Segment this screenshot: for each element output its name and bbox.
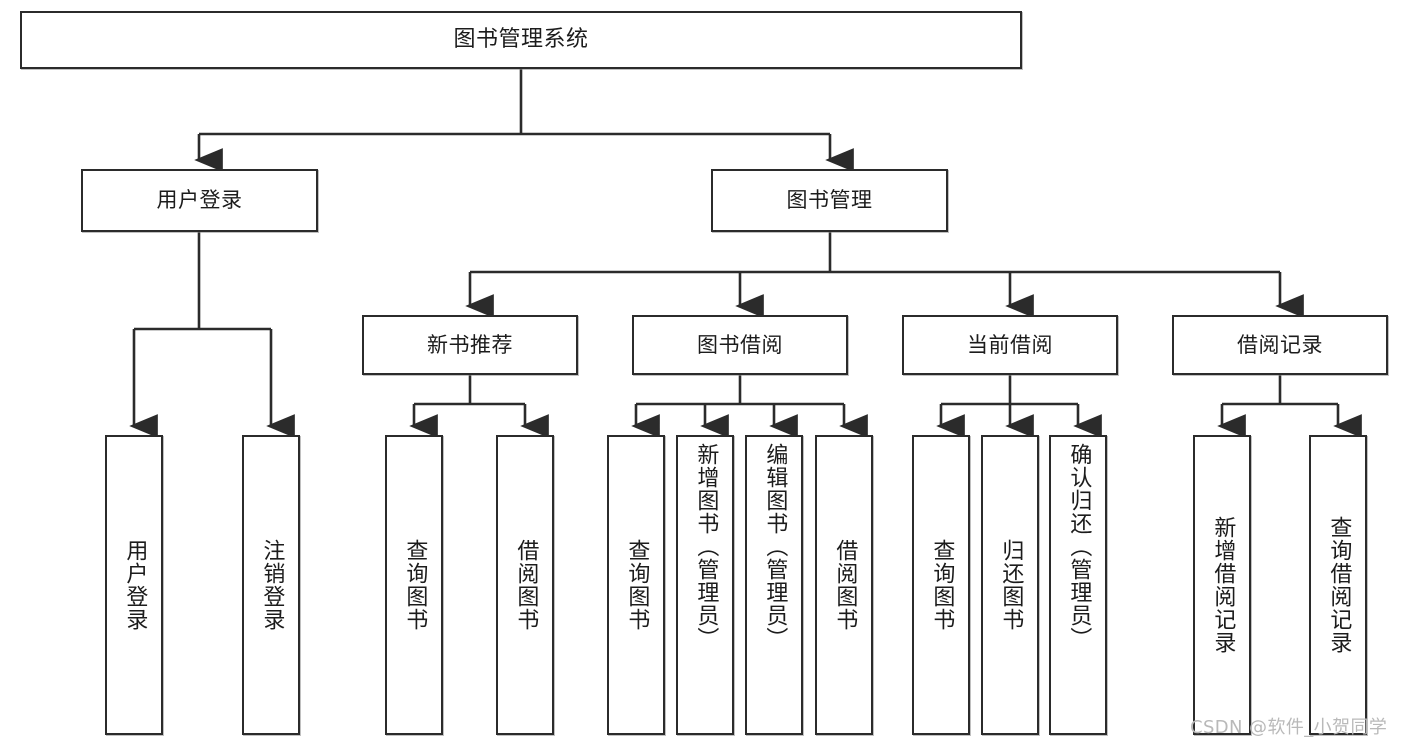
leaf-records-query-record[interactable]: 查询借阅记录 [1309, 435, 1367, 735]
node-label: 归还图书 [998, 539, 1024, 631]
leaf-user-login-logout[interactable]: 注销登录 [242, 435, 300, 735]
node-user-login[interactable]: 用户登录 [81, 169, 318, 232]
node-borrow-records[interactable]: 借阅记录 [1172, 315, 1388, 375]
node-label: 注销登录 [259, 539, 285, 631]
node-label: 查询借阅记录 [1326, 516, 1352, 654]
node-label: 用户登录 [122, 539, 148, 631]
leaf-borrow-query-book[interactable]: 查询图书 [607, 435, 665, 735]
leaf-current-return-book[interactable]: 归还图书 [981, 435, 1039, 735]
leaf-current-query-book[interactable]: 查询图书 [912, 435, 970, 735]
leaf-borrow-edit-book-admin[interactable]: 编辑图书（管理员） [745, 435, 803, 735]
leaf-current-confirm-return-admin[interactable]: 确认归还（管理员） [1049, 435, 1107, 735]
node-label: 查询图书 [624, 539, 650, 631]
node-label: 确认归还（管理员） [1066, 443, 1092, 650]
leaf-borrow-add-book-admin[interactable]: 新增图书（管理员） [676, 435, 734, 735]
node-label: 用户登录 [156, 188, 243, 213]
node-current-borrow[interactable]: 当前借阅 [902, 315, 1118, 375]
node-label: 当前借阅 [967, 332, 1053, 357]
node-label: 图书管理 [786, 188, 873, 213]
node-label: 编辑图书（管理员） [762, 443, 788, 650]
leaf-borrow-borrow-book[interactable]: 借阅图书 [815, 435, 873, 735]
node-label: 借阅图书 [513, 539, 539, 631]
node-label: 查询图书 [402, 539, 428, 631]
leaf-records-add-record[interactable]: 新增借阅记录 [1193, 435, 1251, 735]
node-root-system[interactable]: 图书管理系统 [20, 11, 1022, 69]
node-label: 查询图书 [929, 539, 955, 631]
node-label: 借阅图书 [832, 539, 858, 631]
node-book-management[interactable]: 图书管理 [711, 169, 948, 232]
leaf-user-login-login[interactable]: 用户登录 [105, 435, 163, 735]
node-label: 图书管理系统 [453, 27, 589, 53]
leaf-new-book-query[interactable]: 查询图书 [385, 435, 443, 735]
node-label: 新书推荐 [427, 332, 513, 357]
node-new-book-recommend[interactable]: 新书推荐 [362, 315, 578, 375]
node-label: 新增借阅记录 [1210, 516, 1236, 654]
leaf-new-book-borrow[interactable]: 借阅图书 [496, 435, 554, 735]
node-label: 图书借阅 [697, 332, 783, 357]
node-label: 借阅记录 [1237, 332, 1323, 357]
node-book-borrow[interactable]: 图书借阅 [632, 315, 848, 375]
watermark-text: CSDN @软件_小贺同学 [1190, 717, 1388, 738]
node-label: 新增图书（管理员） [693, 443, 719, 650]
